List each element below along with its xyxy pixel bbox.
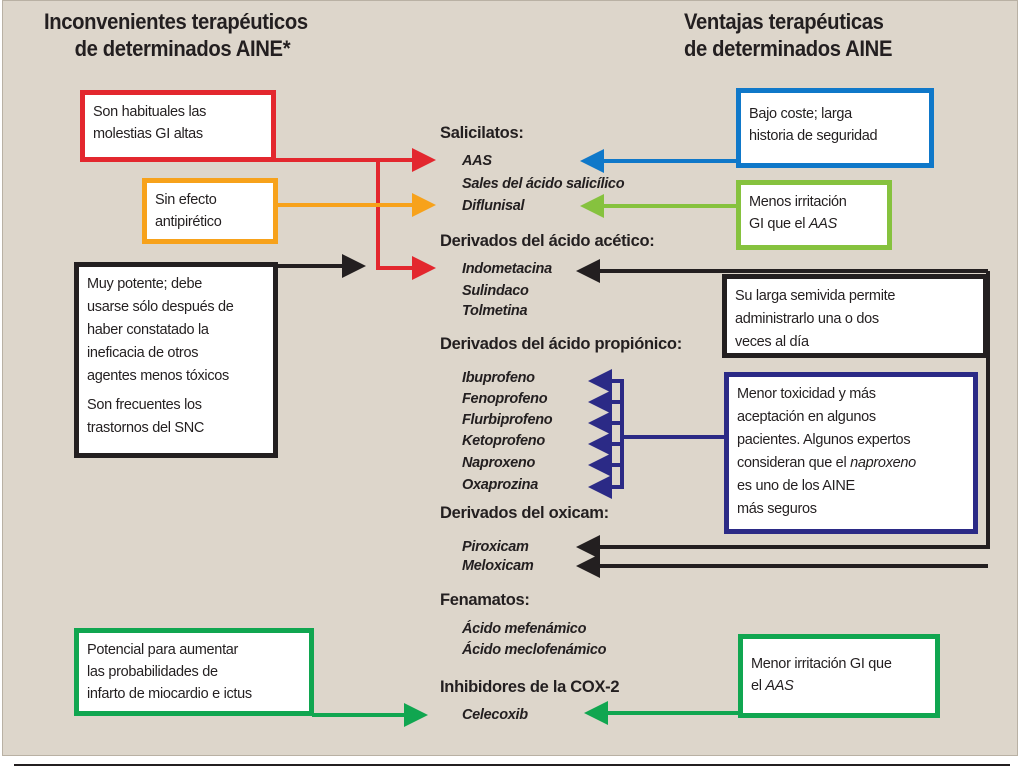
box-low-toxicity-line-4-text: consideran que el [737, 455, 851, 471]
box-low-toxicity-line-6: más seguros [737, 501, 817, 517]
box-very-potent-line-5: agentes menos tóxicos [87, 368, 230, 384]
box-low-toxicity-line-3: pacientes. Algunos expertos [737, 432, 911, 448]
box-cox2-less-gi-line-2-italic: AAS [765, 678, 794, 694]
box-half-life-line-1: Su larga semivida permite [735, 288, 896, 304]
box-gi-discomfort-line-2: molestias GI altas [93, 126, 203, 142]
box-very-potent-line-3: haber constatado la [87, 322, 209, 338]
drug-sulindaco: Sulindaco [462, 283, 529, 299]
box-cardio-risk-line-1: Potencial para aumentar [87, 642, 239, 658]
drug-oxaprozina: Oxaprozina [462, 477, 538, 493]
drug-indometacina: Indometacina [462, 261, 552, 277]
box-low-cost-line-2: historia de seguridad [749, 128, 878, 144]
box-less-gi-line-2-italic: AAS [808, 216, 837, 232]
box-less-gi-line-1: Menos irritación [749, 194, 847, 210]
box-cardio-risk: Potencial para aumentar las probabilidad… [74, 628, 314, 716]
box-low-toxicity-line-5: es uno de los AINE [737, 478, 855, 494]
drug-ketoprofeno: Ketoprofeno [462, 433, 545, 449]
box-low-cost: Bajo coste; larga historia de seguridad [736, 88, 934, 168]
advantages-heading-line-2: de determinados AINE [684, 36, 893, 61]
arrow-half-life-to-piroxicam [576, 271, 990, 559]
box-very-potent-line-6: Son frecuentes los [87, 397, 202, 413]
box-less-gi-line-2-text: GI que el [749, 216, 809, 232]
box-cox2-less-gi-line-1: Menor irritación GI que [751, 656, 892, 672]
drug-sales-acido-salicilico: Sales del ácido salicílico [462, 176, 625, 192]
box-very-potent-line-7: trastornos del SNC [87, 420, 205, 436]
arrow-gi-to-indometacina [376, 160, 436, 280]
box-half-life: Su larga semivida permite administrarlo … [722, 274, 988, 358]
box-low-cost-line-1: Bajo coste; larga [749, 106, 852, 122]
box-very-potent-line-1: Muy potente; debe [87, 276, 203, 292]
box-low-toxicity-line-2: aceptación en algunos [737, 409, 876, 425]
box-low-toxicity-line-1: Menor toxicidad y más [737, 386, 876, 402]
category-acido-acetico: Derivados del ácido acético: [440, 232, 655, 250]
drug-acido-meclofenamico: Ácido meclofenámico [462, 642, 607, 658]
drug-flurbiprofeno: Flurbiprofeno [462, 412, 553, 428]
arrow-toxicity-bracket [620, 379, 724, 489]
box-no-antipyretic-line-1: Sin efecto [155, 192, 217, 208]
box-cardio-risk-line-2: las probabilidades de [87, 664, 218, 680]
box-cox2-less-gi-line-2: el AAS [751, 675, 927, 697]
box-cardio-risk-line-3: infarto de miocardio e ictus [87, 686, 252, 702]
advantages-heading: Ventajas terapéuticas de determinados AI… [684, 8, 892, 62]
drug-celecoxib: Celecoxib [462, 707, 528, 723]
disadvantages-heading-line-1: Inconvenientes terapéuticos [44, 9, 308, 34]
box-very-potent-line-4: ineficacia de otros [87, 345, 199, 361]
box-cox2-less-gi-line-2-text: el [751, 678, 766, 694]
box-less-gi: Menos irritación GI que el AAS [736, 180, 892, 250]
box-low-toxicity: Menor toxicidad y más aceptación en algu… [724, 372, 978, 534]
category-salicilatos: Salicilatos: [440, 124, 524, 142]
disadvantages-heading-line-2: de determinados AINE* [74, 36, 291, 61]
category-acido-propionico: Derivados del ácido propiónico: [440, 335, 682, 353]
box-cox2-less-gi: Menor irritación GI que el AAS [738, 634, 940, 718]
drug-piroxicam: Piroxicam [462, 539, 529, 555]
box-half-life-line-3: veces al día [735, 334, 809, 350]
box-no-antipyretic-line-2: antipirético [155, 214, 222, 230]
drug-ibuprofeno: Ibuprofeno [462, 370, 535, 386]
drug-acido-mefenamico: Ácido mefenámico [462, 621, 587, 637]
box-half-life-line-2: administrarlo una o dos [735, 311, 879, 327]
drug-naproxeno: Naproxeno [462, 455, 536, 471]
box-very-potent-line-2: usarse sólo después de [87, 299, 234, 315]
box-low-toxicity-line-4: consideran que el naproxeno [737, 452, 965, 475]
box-gi-discomfort: Son habituales las molestias GI altas [80, 90, 276, 162]
category-oxicam: Derivados del oxicam: [440, 504, 609, 522]
drug-aas: AAS [462, 153, 492, 169]
box-very-potent: Muy potente; debe usarse sólo después de… [74, 262, 278, 458]
drug-meloxicam: Meloxicam [462, 558, 534, 574]
box-gi-discomfort-line-1: Son habituales las [93, 104, 207, 120]
category-fenamatos: Fenamatos: [440, 591, 530, 609]
drug-fenoprofeno: Fenoprofeno [462, 391, 548, 407]
category-cox2: Inhibidores de la COX-2 [440, 678, 620, 696]
advantages-heading-line-1: Ventajas terapéuticas [684, 9, 884, 34]
box-no-antipyretic: Sin efecto antipirético [142, 178, 278, 244]
footer-rule [14, 764, 1010, 766]
box-low-toxicity-line-4-italic: naproxeno [850, 455, 916, 471]
box-less-gi-line-2: GI que el AAS [749, 213, 879, 235]
drug-diflunisal: Diflunisal [462, 198, 525, 214]
disadvantages-heading: Inconvenientes terapéuticos de determina… [44, 8, 308, 62]
drug-tolmetina: Tolmetina [462, 303, 528, 319]
